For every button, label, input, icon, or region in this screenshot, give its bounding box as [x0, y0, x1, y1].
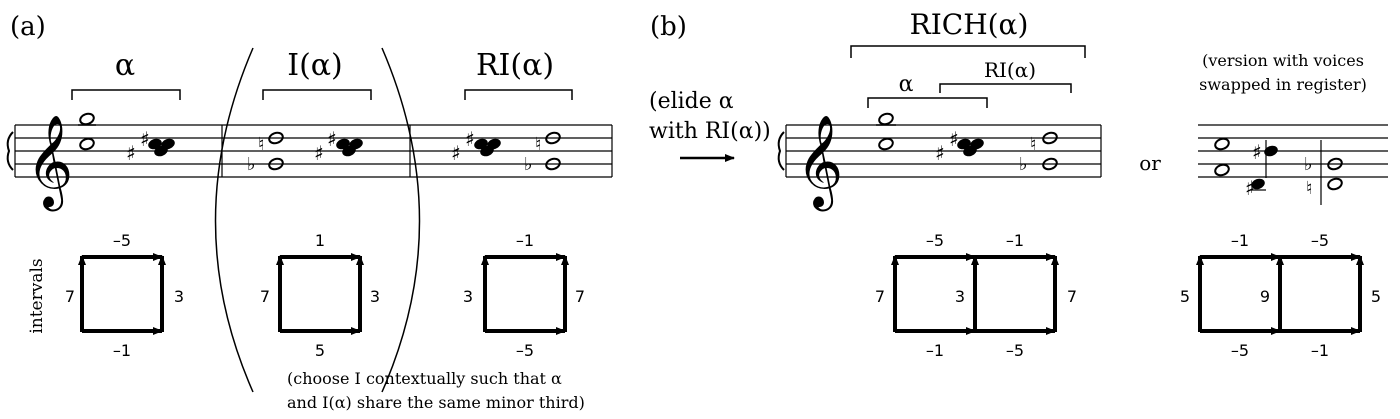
natural-icon: ♮ — [535, 134, 541, 155]
sharp-icon: ♯ — [140, 127, 150, 151]
interval-top: –1 — [1231, 231, 1249, 250]
sharp-icon: ♯ — [949, 127, 959, 151]
rich-label: RICH(α) — [910, 8, 1029, 41]
treble-clef-icon: 𝄞 — [26, 114, 73, 211]
interval-bottom: –1 — [1311, 341, 1329, 360]
intervals-axis-label: intervals — [27, 258, 47, 333]
interval-middle: 3 — [955, 287, 965, 306]
elide-label-line-1: (elide α — [649, 89, 734, 114]
alpha-label: α — [115, 48, 135, 83]
chord-alpha-sharps: ♯ ♯ — [126, 127, 175, 165]
natural-icon: ♮ — [258, 134, 264, 155]
version-note-line-1: (version with voices — [1202, 51, 1364, 70]
interval-top: –5 — [1311, 231, 1329, 250]
interval-right: 3 — [174, 287, 184, 306]
interval-left: 3 — [463, 287, 473, 306]
right-parenthesis — [381, 47, 421, 393]
interval-box-rich: –5 –1 7 3 7 –1 –5 — [875, 231, 1077, 360]
sharp-icon: ♯ — [314, 141, 324, 165]
caption-line-2: and I(α) share the same minor third) — [287, 393, 585, 412]
rich-ri-bracket — [939, 83, 1072, 93]
sharp-icon: ♯ — [465, 127, 475, 151]
brace-a — [6, 131, 14, 171]
caption-line-1: (choose I contextually such that α — [287, 369, 562, 388]
chord-swapped-sharps: ♯ ♯ — [1245, 140, 1278, 200]
interval-right: 7 — [575, 287, 585, 306]
rich-bracket — [850, 45, 1086, 58]
chord-swapped-dyad — [1214, 137, 1230, 177]
interval-top: –5 — [926, 231, 944, 250]
staff-b-swapped — [1198, 124, 1388, 178]
interval-left: 7 — [65, 287, 75, 306]
interval-box-swapped: –1 –5 5 9 5 –5 –1 — [1180, 231, 1381, 360]
interval-top: 1 — [315, 231, 325, 250]
chord-rich-sharps: ♯ ♯ — [935, 127, 984, 165]
flat-icon: ♭ — [247, 154, 256, 175]
interval-right: 7 — [1067, 287, 1077, 306]
interval-bottom: –1 — [113, 341, 131, 360]
sharp-icon: ♯ — [1252, 140, 1262, 164]
chord-inversion-sharps: ♯ ♯ — [314, 127, 363, 165]
interval-left: 7 — [260, 287, 270, 306]
interval-box-inversion: 1 7 3 5 — [260, 231, 380, 360]
retro-inversion-label: RI(α) — [476, 48, 554, 83]
elide-label-line-2: with RI(α)) — [649, 119, 771, 144]
chord-retro-inversion-sharps: ♯ ♯ — [451, 127, 501, 165]
natural-icon: ♮ — [1030, 134, 1036, 155]
chord-retro-inversion-dyad: ♭ ♮ — [524, 131, 561, 175]
sharp-icon: ♯ — [327, 127, 337, 151]
interval-right: 5 — [1371, 287, 1381, 306]
panel-b-label: (b) — [650, 12, 687, 42]
interval-left: 7 — [875, 287, 885, 306]
retro-inversion-bracket — [464, 89, 573, 100]
rich-ri-label: RI(α) — [984, 58, 1036, 82]
treble-clef-icon: 𝄞 — [796, 114, 843, 211]
chord-alpha-dyad — [78, 112, 96, 151]
version-note-line-2: swapped in register) — [1199, 75, 1367, 94]
chord-rich-ri-dyad: ♭ ♮ — [1019, 131, 1058, 175]
chord-inversion-dyad: ♭ ♮ — [247, 131, 284, 175]
rich-alpha-bracket — [867, 97, 988, 108]
interval-left: 5 — [1180, 287, 1190, 306]
interval-box-retro-inversion: –1 3 7 –5 — [463, 231, 585, 360]
brace-b — [777, 131, 785, 171]
rich-alpha-label: α — [899, 72, 914, 97]
interval-bottom: –5 — [1231, 341, 1249, 360]
staff-b-rich — [785, 124, 1102, 178]
flat-icon: ♭ — [1019, 154, 1028, 175]
inversion-label: I(α) — [287, 48, 343, 83]
sharp-icon: ♯ — [935, 141, 945, 165]
interval-bottom: –5 — [1006, 341, 1024, 360]
interval-middle: 9 — [1260, 287, 1270, 306]
natural-icon: ♮ — [1306, 178, 1312, 199]
sharp-icon: ♯ — [451, 141, 461, 165]
interval-bottom: –5 — [516, 341, 534, 360]
chord-swapped-ri-dyad: ♭ ♮ — [1304, 140, 1343, 205]
flat-icon: ♭ — [524, 154, 533, 175]
left-parenthesis — [214, 47, 254, 393]
chord-rich-dyad — [876, 112, 896, 151]
interval-bottom: 5 — [315, 341, 325, 360]
sharp-icon: ♯ — [1245, 176, 1255, 200]
or-label: or — [1139, 151, 1161, 175]
panel-a-label: (a) — [10, 12, 46, 42]
flat-icon: ♭ — [1304, 154, 1313, 175]
staff-a — [14, 124, 613, 178]
interval-top: –1 — [1006, 231, 1024, 250]
interval-top: –5 — [113, 231, 131, 250]
interval-right: 3 — [370, 287, 380, 306]
interval-bottom: –1 — [926, 341, 944, 360]
interval-top: –1 — [516, 231, 534, 250]
inversion-bracket — [262, 89, 372, 100]
sharp-icon: ♯ — [126, 141, 136, 165]
interval-box-alpha: –5 7 3 –1 — [65, 231, 184, 360]
alpha-bracket — [71, 89, 181, 100]
